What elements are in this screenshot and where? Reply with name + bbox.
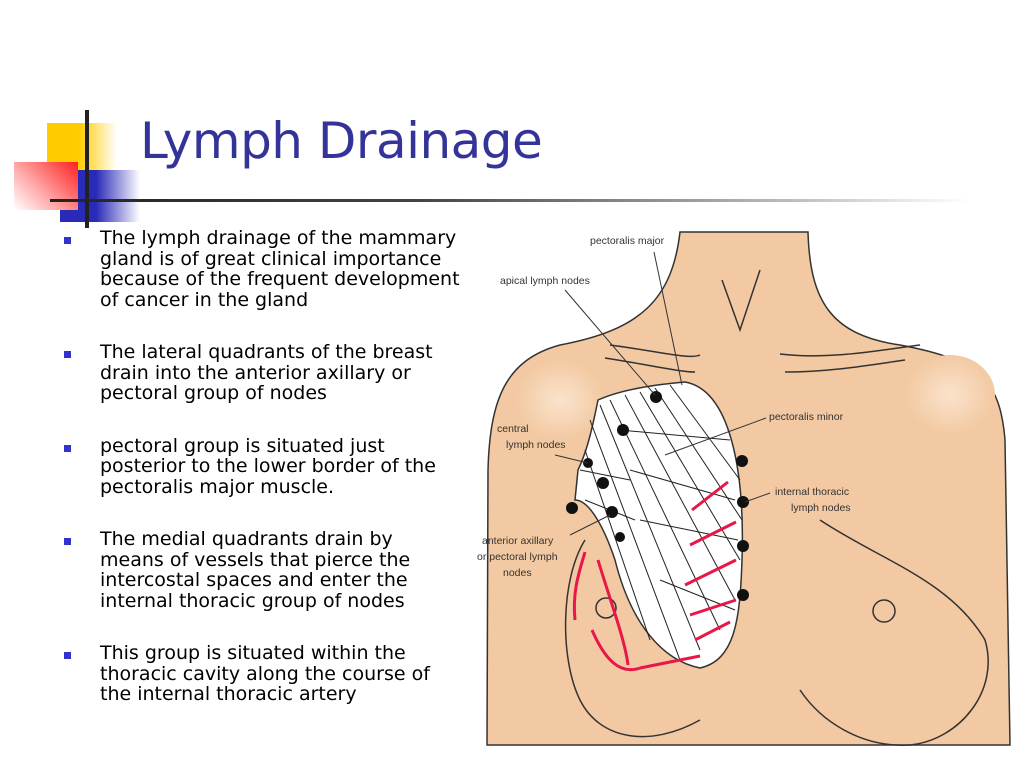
bullet-item: The lateral quadrants of the breast drai… — [60, 342, 460, 404]
bullet-marker — [64, 444, 71, 452]
label-central-1: central — [497, 423, 529, 435]
shoulder-highlight-left — [515, 360, 605, 440]
bullet-marker — [64, 237, 71, 244]
bullet-marker — [64, 538, 71, 545]
bullet-text: The lymph drainage of the mammary gland … — [100, 227, 460, 311]
bullet-marker — [64, 351, 71, 358]
right-nipple — [872, 599, 896, 623]
shoulder-highlight-right — [905, 355, 995, 435]
torso-skin — [486, 231, 1011, 746]
muscle-fibers — [579, 384, 743, 661]
label-central-2: lymph nodes — [506, 439, 566, 451]
bullet-text: The lateral quadrants of the breast drai… — [100, 341, 433, 404]
clavicle-lines — [604, 269, 921, 373]
bullet-item: The lymph drainage of the mammary gland … — [60, 228, 460, 310]
label-apical-lymph-nodes: apical lymph nodes — [500, 275, 590, 287]
label-anterior-axillary-1: anterior axillary — [482, 535, 554, 547]
slide-title: Lymph Drainage — [140, 112, 543, 170]
bullet-item: This group is situated within the thorac… — [60, 643, 460, 705]
bullet-item: The medial quadrants drain by means of v… — [60, 529, 460, 611]
bullet-text: This group is situated within the thorac… — [100, 642, 430, 705]
label-pectoralis-major: pectoralis major — [590, 235, 665, 247]
bullet-marker — [64, 652, 71, 659]
drainage-arrows — [572, 480, 737, 672]
logo-red-square — [14, 162, 78, 210]
bullet-list: The lymph drainage of the mammary gland … — [60, 228, 460, 705]
leader-lines — [554, 251, 771, 536]
label-anterior-axillary-2: or pectoral lymph — [477, 551, 558, 563]
bullet-text: pectoral group is situated just posterio… — [100, 434, 436, 498]
label-anterior-axillary-3: nodes — [503, 567, 532, 579]
label-internal-thoracic-1: internal thoracic — [775, 486, 850, 498]
bullet-text: The medial quadrants drain by means of v… — [100, 528, 411, 612]
bullet-item: pectoral group is situated just posterio… — [60, 434, 460, 498]
title-rule — [50, 199, 970, 202]
label-internal-thoracic-2: lymph nodes — [791, 502, 851, 514]
logo-vertical-line — [85, 110, 89, 228]
right-breast — [799, 519, 989, 746]
left-breast — [564, 539, 701, 738]
label-pectoralis-minor: pectoralis minor — [769, 411, 844, 423]
left-nipple — [595, 597, 617, 619]
